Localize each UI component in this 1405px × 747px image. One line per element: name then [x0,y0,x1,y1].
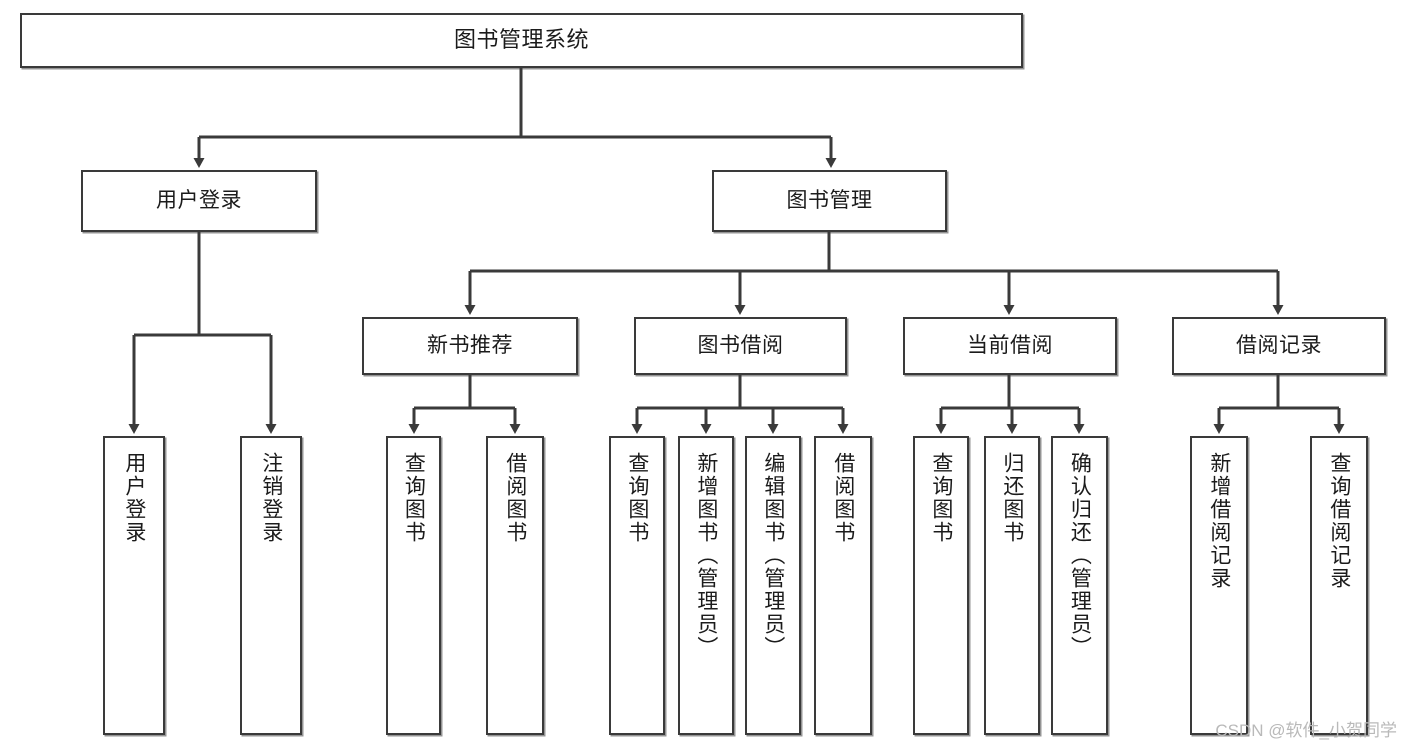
leaf-return-book-label: 归还图书 [1000,452,1024,544]
leaf-query-borrow-record[interactable]: 查询借阅记录 [1310,436,1368,735]
leaf-edit-book-admin-label: 编辑图书（管理员） [761,452,785,659]
leaf-borrow-book[interactable]: 借阅图书 [814,436,872,735]
leaf-user-login-label: 用户登录 [122,452,146,544]
node-book-management-label: 图书管理 [786,189,873,213]
node-book-borrow[interactable]: 图书借阅 [634,317,847,375]
node-user-login-label: 用户登录 [156,189,242,213]
leaf-query-book-borrow[interactable]: 查询图书 [609,436,665,735]
node-current-borrow-label: 当前借阅 [967,334,1053,358]
node-user-login[interactable]: 用户登录 [81,170,317,232]
leaf-confirm-return-admin-label: 确认归还（管理员） [1068,452,1092,659]
leaf-logout-label: 注销登录 [259,452,283,544]
leaf-borrow-book-recommend-label: 借阅图书 [503,452,527,544]
leaf-return-book[interactable]: 归还图书 [984,436,1040,735]
leaf-add-borrow-record-label: 新增借阅记录 [1207,452,1231,590]
leaf-add-book-admin-label: 新增图书（管理员） [694,452,718,659]
leaf-query-book-borrow-label: 查询图书 [625,452,649,544]
node-borrow-record-label: 借阅记录 [1236,334,1322,358]
leaf-user-login[interactable]: 用户登录 [103,436,165,735]
leaf-borrow-book-recommend[interactable]: 借阅图书 [486,436,544,735]
leaf-query-book-recommend[interactable]: 查询图书 [386,436,441,735]
leaf-edit-book-admin[interactable]: 编辑图书（管理员） [745,436,801,735]
watermark: CSDN @软件_小贺同学 [1215,721,1397,740]
leaf-query-book-current[interactable]: 查询图书 [913,436,969,735]
node-current-borrow[interactable]: 当前借阅 [903,317,1117,375]
leaf-query-borrow-record-label: 查询借阅记录 [1327,452,1351,590]
leaf-borrow-book-label: 借阅图书 [831,452,855,544]
node-root-label: 图书管理系统 [453,27,589,53]
leaf-add-book-admin[interactable]: 新增图书（管理员） [678,436,734,735]
node-new-book-recommend-label: 新书推荐 [427,334,513,358]
leaf-query-book-recommend-label: 查询图书 [402,452,426,544]
node-book-management[interactable]: 图书管理 [712,170,947,232]
node-root[interactable]: 图书管理系统 [20,13,1023,68]
leaf-add-borrow-record[interactable]: 新增借阅记录 [1190,436,1248,735]
node-borrow-record[interactable]: 借阅记录 [1172,317,1386,375]
node-book-borrow-label: 图书借阅 [697,334,784,358]
leaf-logout[interactable]: 注销登录 [240,436,302,735]
leaf-query-book-current-label: 查询图书 [929,452,953,544]
node-new-book-recommend[interactable]: 新书推荐 [362,317,578,375]
leaf-confirm-return-admin[interactable]: 确认归还（管理员） [1051,436,1108,735]
